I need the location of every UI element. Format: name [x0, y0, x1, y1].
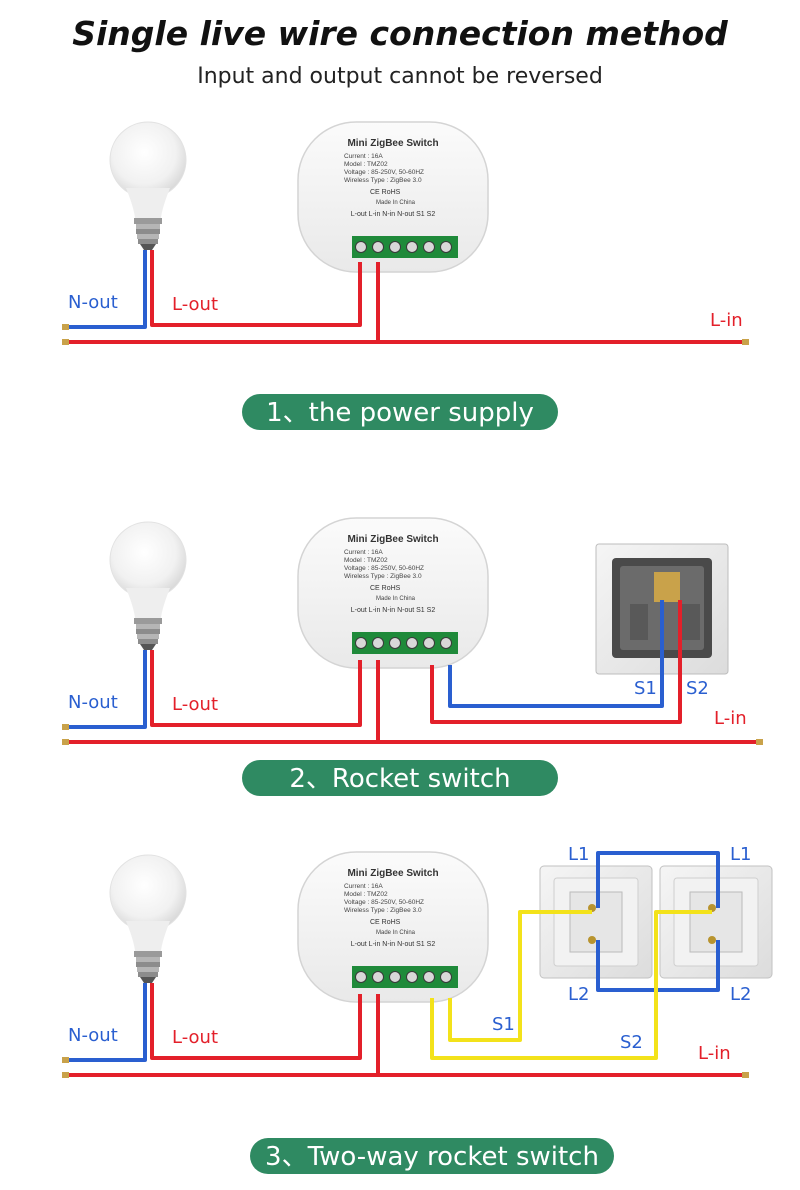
light-bulb-icon: [109, 854, 187, 984]
n-out-wire: [68, 983, 147, 1062]
device-made-in: Made In China: [376, 930, 416, 936]
device-spec-wireless: Wireless Type : ZigBee 3.0: [344, 177, 422, 184]
section-2-caption: 2、Rocket switch: [289, 764, 510, 794]
n-out-wire: [68, 250, 147, 329]
label-l-in: L-in: [710, 310, 743, 331]
label-l-out: L-out: [172, 294, 218, 315]
label-s1: S1: [492, 1014, 515, 1035]
l-out-wire: [150, 250, 362, 327]
caption-pill: [250, 1138, 614, 1174]
section-3-caption: 3、Two-way rocket switch: [265, 1142, 599, 1172]
n-out-wire: [68, 650, 147, 729]
light-bulb-icon: [109, 521, 187, 651]
label-l2-left: L2: [568, 984, 589, 1005]
l-out-wire: [150, 650, 362, 727]
device-terminals: L-out L-in N-in N-out S1 S2: [351, 211, 436, 218]
label-s2: S2: [686, 678, 709, 699]
device-spec-voltage: Voltage : 85-250V, 50-60HZ: [344, 565, 424, 572]
device-spec-current: Current : 16A: [344, 153, 383, 160]
zigbee-switch-module: Mini ZigBee Switch Current : 16A Model :…: [297, 517, 489, 669]
device-certs: CE RoHS: [370, 585, 401, 592]
device-certs: CE RoHS: [370, 919, 401, 926]
s1-wire: [448, 600, 664, 708]
device-spec-voltage: Voltage : 85-250V, 50-60HZ: [344, 169, 424, 176]
label-n-out: N-out: [68, 692, 118, 713]
l1-wire: [596, 851, 720, 908]
device-spec-wireless: Wireless Type : ZigBee 3.0: [344, 907, 422, 914]
light-bulb-icon: [109, 121, 187, 251]
label-l-in: L-in: [698, 1043, 731, 1064]
label-l-in: L-in: [714, 708, 747, 729]
device-terminals: L-out L-in N-in N-out S1 S2: [351, 941, 436, 948]
section-1: Mini ZigBee Switch Current : 16A Model :…: [62, 121, 749, 430]
s2-wire: [430, 910, 712, 1060]
s2-wire: [430, 600, 682, 724]
label-n-out: N-out: [68, 292, 118, 313]
label-l-out: L-out: [172, 1027, 218, 1048]
device-certs: CE RoHS: [370, 189, 401, 196]
device-spec-model: Model : TMZ02: [344, 557, 388, 564]
page-subtitle: Input and output cannot be reversed: [197, 64, 603, 89]
device-spec-model: Model : TMZ02: [344, 161, 388, 168]
device-name: Mini ZigBee Switch: [347, 534, 438, 545]
caption-pill: [242, 394, 558, 430]
label-s2: S2: [620, 1032, 643, 1053]
device-spec-voltage: Voltage : 85-250V, 50-60HZ: [344, 899, 424, 906]
device-terminals: L-out L-in N-in N-out S1 S2: [351, 607, 436, 614]
label-s1: S1: [634, 678, 657, 699]
label-l2-right: L2: [730, 984, 751, 1005]
label-n-out: N-out: [68, 1025, 118, 1046]
section-3: Mini ZigBee Switch Current : 16A Model :…: [62, 844, 773, 1174]
s1-wire: [448, 910, 592, 1042]
section-1-caption: 1、the power supply: [266, 398, 534, 428]
zigbee-switch-module: Mini ZigBee Switch Current : 16A Model :…: [297, 851, 489, 1003]
device-spec-current: Current : 16A: [344, 883, 383, 890]
label-l1-right: L1: [730, 844, 751, 865]
device-spec-current: Current : 16A: [344, 549, 383, 556]
l-out-wire: [150, 983, 362, 1060]
device-name: Mini ZigBee Switch: [347, 868, 438, 879]
section-2: Mini ZigBee Switch Current : 16A Model :…: [62, 517, 763, 796]
caption-pill: [242, 760, 558, 796]
label-l-out: L-out: [172, 694, 218, 715]
device-made-in: Made In China: [376, 596, 416, 602]
device-spec-model: Model : TMZ02: [344, 891, 388, 898]
device-spec-wireless: Wireless Type : ZigBee 3.0: [344, 573, 422, 580]
zigbee-switch-module: Mini ZigBee Switch Current : 16A Model :…: [297, 121, 489, 273]
page-title: Single live wire connection method: [72, 14, 728, 53]
device-name: Mini ZigBee Switch: [347, 138, 438, 149]
device-made-in: Made In China: [376, 200, 416, 206]
label-l1-left: L1: [568, 844, 589, 865]
